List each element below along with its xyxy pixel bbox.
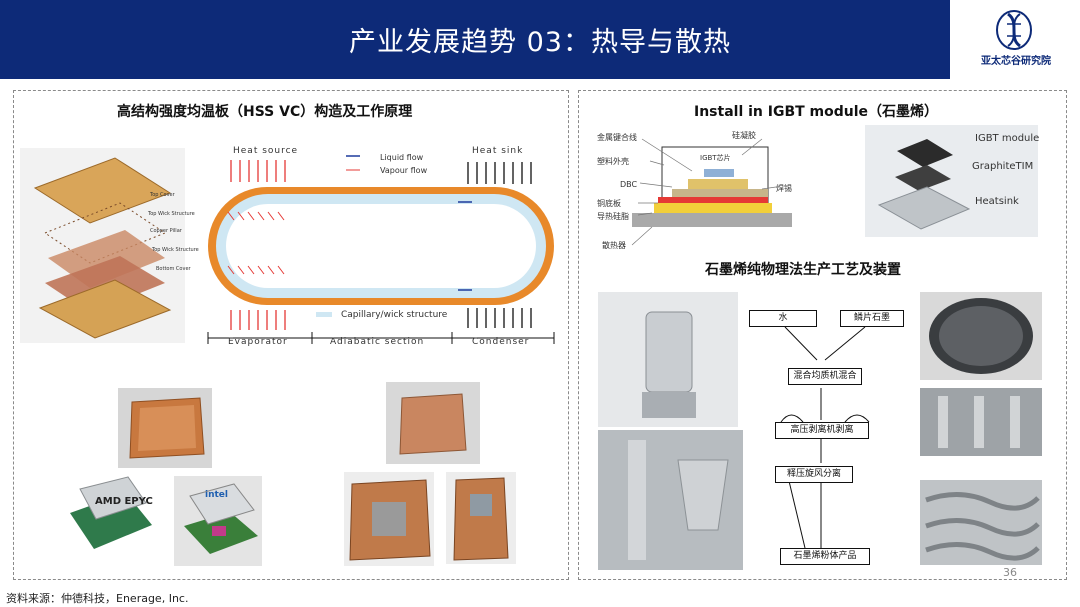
page-title: 产业发展趋势 03：热导与散热 <box>349 27 731 58</box>
igbt-label-sink: 散热器 <box>602 241 626 250</box>
graphene-caption: 石墨烯纯物理法生产工艺及装置 <box>705 262 901 278</box>
cold-plate-image <box>344 472 434 566</box>
graphite-powder-image <box>920 292 1042 380</box>
vapor-chamber-module-image <box>446 472 516 564</box>
igbt-label-baseplate: 铜底板 <box>597 199 621 208</box>
igbt-label-solder: 焊锡 <box>776 184 792 193</box>
heat-sink-label: Heat sink <box>472 146 524 156</box>
copper-plate-image <box>386 382 480 464</box>
left-panel <box>13 90 569 580</box>
graphene-plant-image <box>598 430 743 570</box>
capillary-label: Capillary/wick structure <box>341 310 448 320</box>
graphene-tank-image <box>598 292 738 427</box>
igbt-module-render-image <box>865 125 1038 237</box>
intel-cpu-image <box>174 476 262 566</box>
label-bottom-cover: Bottom Cover <box>156 266 191 272</box>
igbt-label-grease: 导热硅脂 <box>597 212 629 221</box>
copper-tray-image <box>118 388 212 468</box>
igbt-label-gel: 硅凝胶 <box>732 131 756 140</box>
label-top-wick-2: Top Wick Structure <box>152 247 199 253</box>
photo-label-heatsink: Heatsink <box>975 196 1019 207</box>
flow-step-strip: 高压剥离机剥离 <box>775 422 869 439</box>
logo-icon <box>996 10 1032 50</box>
label-top-cover: Top Cover <box>150 192 175 198</box>
process-flowchart <box>780 326 870 549</box>
header-bar <box>0 0 950 79</box>
igbt-label-chip: IGBT芯片 <box>700 154 731 162</box>
liquid-flow-label: Liquid flow <box>380 153 424 162</box>
heat-source-label: Heat source <box>233 146 299 156</box>
heat-pipe-diagram <box>207 155 555 344</box>
page-number: 36 <box>1003 566 1017 579</box>
amd-cpu-label: AMD EPYC <box>95 496 153 507</box>
logo: 亚太芯谷研究院 <box>952 0 1080 79</box>
igbt-label-shell: 塑料外壳 <box>597 157 629 166</box>
flow-step-product: 石墨烯粉体产品 <box>780 548 870 565</box>
igbt-label-wire: 金属键合线 <box>597 133 637 142</box>
condenser-label: Condenser <box>472 337 530 347</box>
right-panel <box>578 90 1067 580</box>
flow-step-cyclone: 释压旋风分离 <box>775 466 853 483</box>
flow-step-flake-graphite: 鳞片石墨 <box>840 310 904 327</box>
left-caption: 高结构强度均温板（HSS VC）构造及工作原理 <box>117 104 413 120</box>
flow-step-water: 水 <box>749 310 817 327</box>
amd-cpu-image <box>70 476 152 549</box>
vapor-chamber-exploded-image <box>20 148 185 343</box>
logo-text: 亚太芯谷研究院 <box>981 56 1051 67</box>
photo-label-module: IGBT module <box>975 133 1040 144</box>
label-top-wick: Top Wick Structure <box>148 211 195 217</box>
evaporator-label: Evaporator <box>228 337 288 347</box>
label-copper-pillar: Copper Pillar <box>150 228 182 234</box>
adiabatic-label: Adiabatic section <box>330 337 425 347</box>
graphene-flakes-image <box>920 480 1042 565</box>
photo-label-tim: GraphiteTIM <box>972 161 1034 172</box>
stripping-machine-image <box>920 388 1042 456</box>
vapour-flow-label: Vapour flow <box>380 166 428 175</box>
intel-cpu-label: intel <box>205 490 228 500</box>
flow-step-mix: 混合均质机混合 <box>788 368 862 385</box>
igbt-caption: Install in IGBT module（石墨烯） <box>694 104 939 120</box>
igbt-label-dbc: DBC <box>620 180 638 189</box>
source-note: 资料来源：仲德科技，Enerage, Inc. <box>6 592 189 605</box>
igbt-cross-section-diagram <box>631 138 792 246</box>
